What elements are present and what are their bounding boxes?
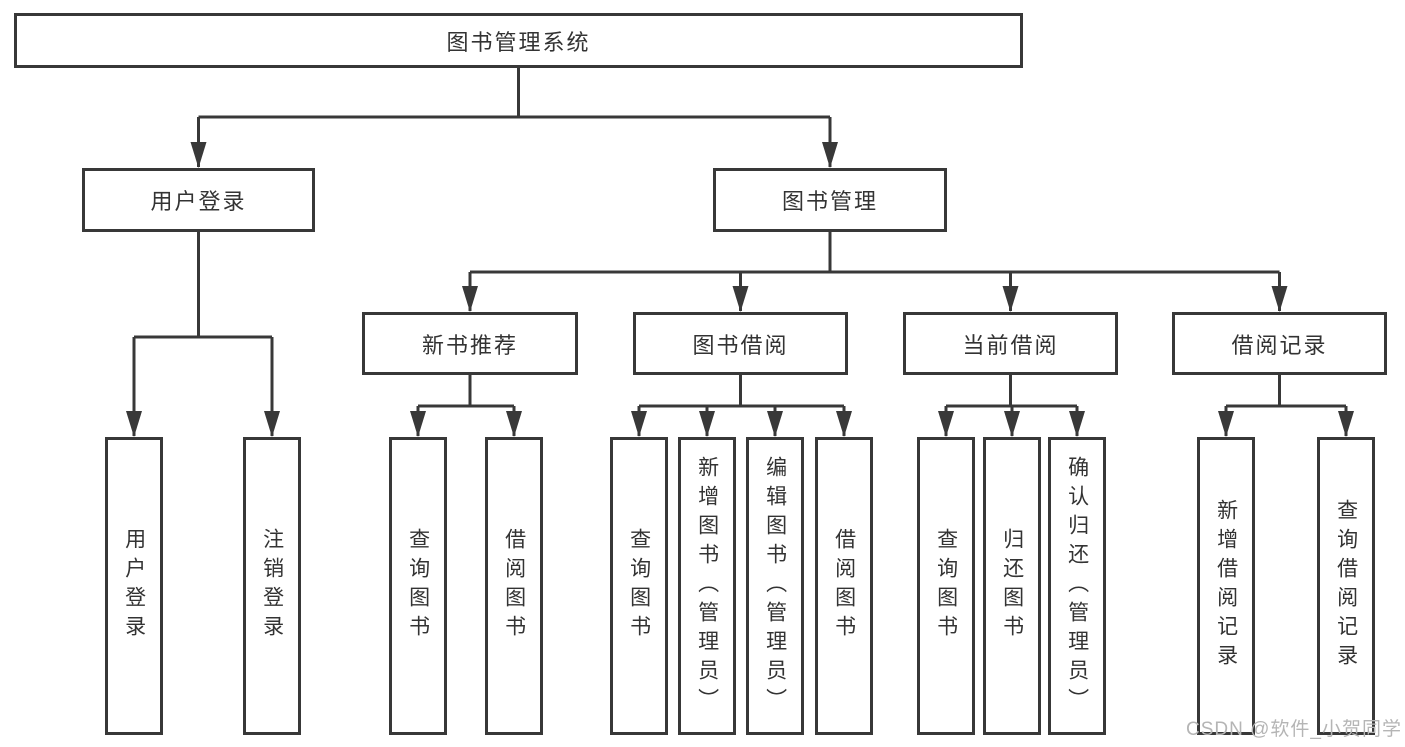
leaf-logout-login: 注销登录 [243, 437, 301, 735]
node-book-management: 图书管理 [713, 168, 947, 232]
leaf-borrow-books-recommend: 借阅图书 [485, 437, 543, 735]
leaf-query-books-current: 查询图书 [917, 437, 975, 735]
leaf-label: 归还图书 [1000, 528, 1024, 644]
leaf-label: 查询图书 [934, 528, 958, 644]
leaf-add-borrow-record: 新增借阅记录 [1197, 437, 1255, 735]
leaf-user-login: 用户登录 [105, 437, 163, 735]
leaf-label: 新增借阅记录 [1214, 499, 1238, 673]
leaf-label: 确认归还（管理员） [1065, 455, 1089, 717]
leaf-label: 新增图书（管理员） [695, 455, 719, 717]
node-root: 图书管理系统 [14, 13, 1023, 68]
node-book-borrow: 图书借阅 [633, 312, 848, 375]
leaf-edit-book-admin: 编辑图书（管理员） [746, 437, 804, 735]
leaf-return-book: 归还图书 [983, 437, 1041, 735]
leaf-label: 查询图书 [627, 528, 651, 644]
leaf-query-books-borrow: 查询图书 [610, 437, 668, 735]
leaf-label: 编辑图书（管理员） [763, 455, 787, 717]
leaf-label: 注销登录 [260, 528, 284, 644]
leaf-add-book-admin: 新增图书（管理员） [678, 437, 736, 735]
leaf-label: 用户登录 [122, 528, 146, 644]
node-borrow-record: 借阅记录 [1172, 312, 1387, 375]
node-new-book-recommend: 新书推荐 [362, 312, 578, 375]
leaf-label: 借阅图书 [502, 528, 526, 644]
node-current-borrow: 当前借阅 [903, 312, 1118, 375]
leaf-query-books-recommend: 查询图书 [389, 437, 447, 735]
leaf-query-borrow-record: 查询借阅记录 [1317, 437, 1375, 735]
node-user-login: 用户登录 [82, 168, 315, 232]
leaf-label: 查询借阅记录 [1334, 499, 1358, 673]
leaf-confirm-return-admin: 确认归还（管理员） [1048, 437, 1106, 735]
csdn-watermark: CSDN @软件_小贺同学 [1186, 719, 1402, 740]
leaf-label: 借阅图书 [832, 528, 856, 644]
leaf-label: 查询图书 [406, 528, 430, 644]
leaf-borrow-books: 借阅图书 [815, 437, 873, 735]
